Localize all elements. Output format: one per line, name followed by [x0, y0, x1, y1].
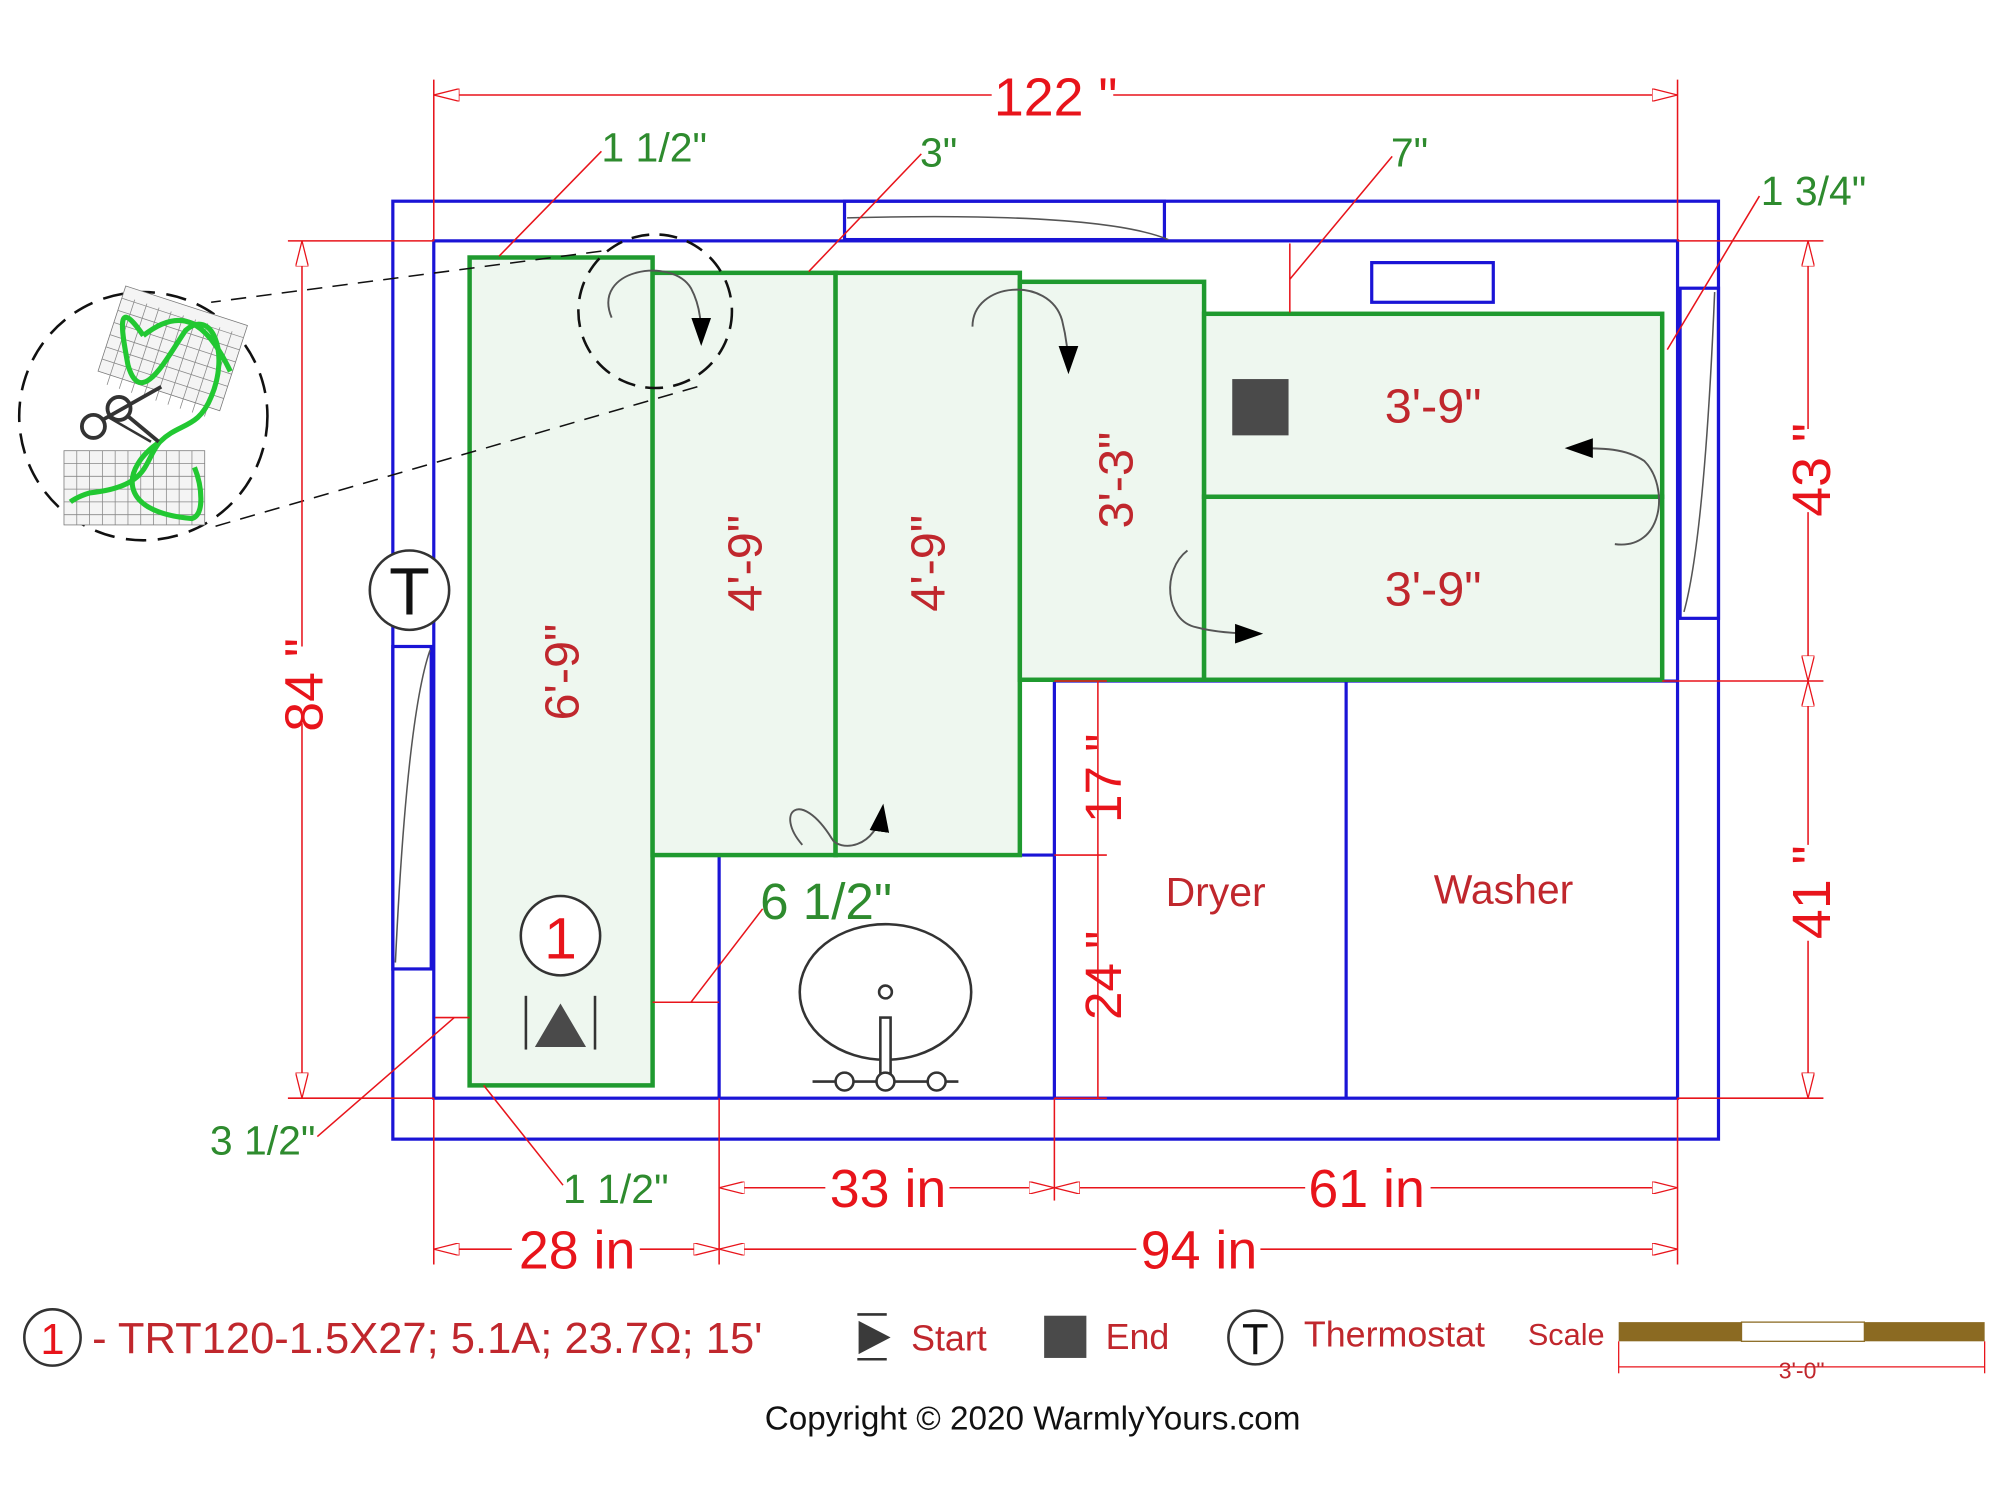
mat-4-length: 3'-3"	[1089, 432, 1143, 529]
heating-mats	[467, 255, 1665, 1088]
mat-3	[833, 270, 1023, 858]
mat-5-length: 3'-9"	[1385, 380, 1482, 434]
dim-right-lower: 41 "	[1782, 845, 1842, 939]
circuit-start-marker: 1	[519, 894, 602, 1050]
legend-start-label: Start	[911, 1318, 987, 1358]
sink	[798, 922, 973, 1092]
washer-label: Washer	[1434, 867, 1574, 913]
heating-cable-curve	[68, 314, 233, 522]
dim-bottom-94: 94 in	[1141, 1220, 1258, 1280]
legend-circuit-circle	[23, 1308, 82, 1367]
dimension-lines	[287, 79, 1824, 1265]
offset-top-7: 7"	[1391, 130, 1428, 176]
thermostat-circle	[368, 549, 451, 632]
dim-mid-17: 17 "	[1075, 734, 1132, 823]
mat-2	[650, 270, 838, 858]
dimension-labels: 122 " 84 " 43 " 41 " 17 " 24 " 33 in 61 …	[274, 67, 1841, 1280]
legend-scale-label: Scale	[1528, 1317, 1605, 1352]
door-right-swing	[1683, 292, 1716, 613]
cut-detail	[17, 233, 734, 542]
legend-end-label: End	[1106, 1317, 1170, 1357]
sink-drain	[877, 984, 894, 1000]
dim-overall-width: 122 "	[994, 67, 1118, 127]
scissors-icon	[79, 385, 163, 444]
legend-scale-length: 3'-0"	[1779, 1357, 1825, 1383]
legend-thermostat-circle	[1227, 1309, 1284, 1366]
offset-bottom-left: 1 1/2"	[563, 1166, 669, 1212]
offset-top-right: 1 3/4"	[1761, 168, 1867, 214]
mat-6-length: 3'-9"	[1385, 563, 1482, 617]
cut-detail-small-circle	[577, 233, 734, 390]
mat-2-length: 4'-9"	[718, 515, 772, 612]
door-top-swing	[847, 215, 1169, 241]
legend-thermostat-label: Thermostat	[1304, 1314, 1485, 1354]
end-square-icon	[1232, 379, 1289, 436]
copyright-text: Copyright © 2020 WarmlyYours.com	[765, 1401, 1301, 1438]
dryer-label: Dryer	[1166, 869, 1266, 915]
legend-circuit-spec: - TRT120-1.5X27; 5.1A; 23.7Ω; 15'	[92, 1315, 762, 1363]
cut-detail-leader-top	[211, 250, 602, 304]
legend: 1 - TRT120-1.5X27; 5.1A; 23.7Ω; 15' Star…	[23, 1308, 1986, 1383]
turn-arrow-2	[789, 803, 890, 847]
legend-end-icon	[1044, 1315, 1087, 1358]
turn-arrow-5	[1564, 438, 1660, 546]
vent-rectangle	[1370, 261, 1495, 304]
turn-arrow-4	[1169, 549, 1264, 644]
mat-labels: 6'-9" 4'-9" 4'-9" 3'-3" 3'-9" 3'-9"	[535, 380, 1481, 721]
door-right	[1678, 286, 1721, 620]
circuit-number-circle	[519, 894, 602, 977]
door-left-swing	[394, 650, 431, 963]
dim-mid-24: 24 "	[1075, 931, 1132, 1020]
thermostat-letter: T	[389, 556, 430, 630]
offset-labels: 1 1/2" 3" 7" 1 3/4" 3 1/2" 1 1/2" 6 1/2"	[210, 125, 1866, 1213]
dim-overall-height: 84 "	[274, 638, 334, 732]
start-triangle-icon	[534, 1003, 587, 1048]
thermostat-marker: T	[368, 549, 451, 632]
mat-1-length: 6'-9"	[535, 624, 589, 721]
circuit-number: 1	[544, 907, 577, 972]
mat-3-length: 4'-9"	[901, 515, 955, 612]
legend-circuit-number: 1	[40, 1316, 64, 1364]
door-left	[391, 644, 433, 971]
turn-arrow-1	[607, 269, 712, 347]
dim-bottom-28: 28 in	[519, 1220, 636, 1280]
offset-top-3: 3"	[920, 130, 957, 176]
turn-arrows	[607, 269, 1660, 847]
offset-left-bottom: 3 1/2"	[210, 1117, 316, 1163]
legend-start-icon	[858, 1320, 891, 1355]
turn-arrow-3	[971, 288, 1079, 375]
offset-top-left: 1 1/2"	[601, 125, 707, 171]
dim-right-upper: 43 "	[1782, 423, 1842, 517]
mat-6	[1201, 494, 1665, 683]
dim-bottom-61: 61 in	[1308, 1159, 1425, 1219]
cut-detail-leader-bottom	[210, 385, 698, 529]
legend-thermostat-symbol: T	[1242, 1316, 1269, 1364]
door-top	[842, 199, 1167, 242]
scale-bar	[1618, 1321, 1986, 1374]
dim-bottom-33: 33 in	[830, 1159, 947, 1219]
offset-sink-gap: 6 1/2"	[760, 873, 892, 930]
